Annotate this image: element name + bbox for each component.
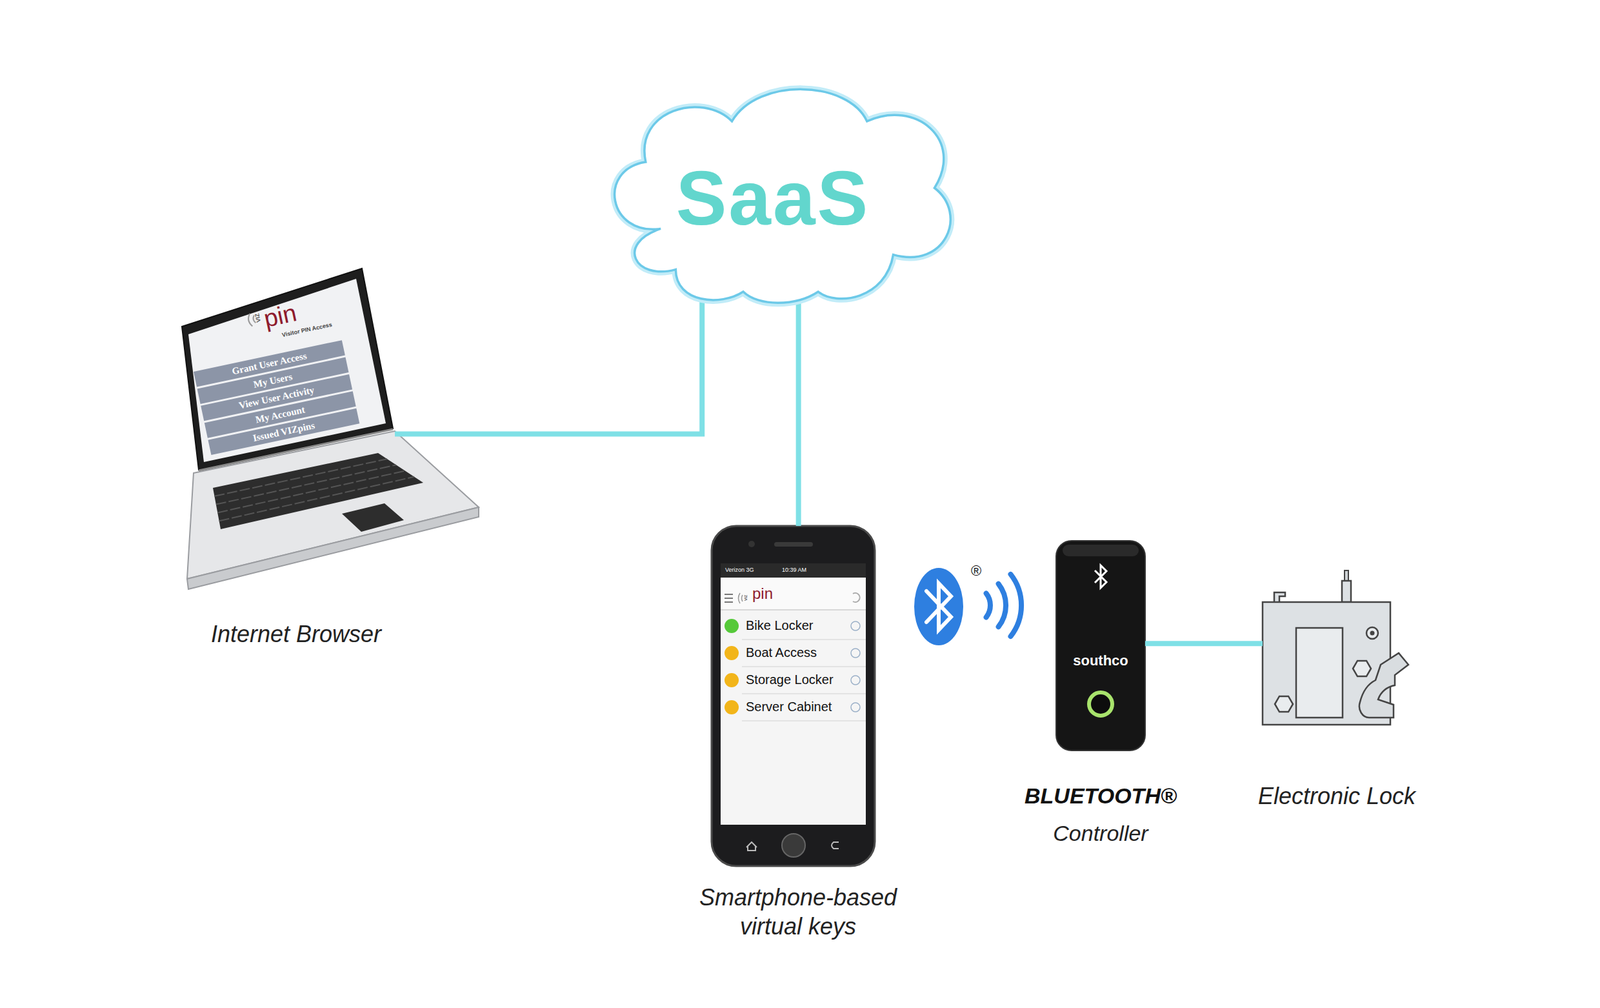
phone-app-header [720, 577, 866, 610]
bluetooth-badge [914, 567, 964, 646]
controller-illustration [1056, 540, 1146, 751]
info-icon [850, 621, 860, 631]
signal-arc [738, 592, 741, 604]
lock-list-item: Storage Locker [745, 672, 834, 688]
key-icon-active [724, 618, 739, 633]
device-caption: Controller [1052, 819, 1148, 848]
status-ring [1089, 692, 1113, 716]
menu-icon-line [724, 601, 733, 603]
signal-arc [247, 313, 253, 327]
lock-list-item: Bike Locker [745, 618, 814, 633]
cloud-line [614, 89, 951, 303]
lock-tab [1274, 592, 1286, 602]
logo-word: pin [752, 584, 773, 603]
back-icon [831, 841, 839, 849]
laptop-browser: Internet Browser [180, 267, 395, 473]
signal-arc [741, 594, 744, 602]
key-icon [724, 645, 739, 660]
phone-status-bar [720, 563, 866, 578]
info-icon [850, 675, 860, 685]
row-separator [741, 692, 866, 695]
row-separator [741, 665, 866, 668]
connector-line [394, 297, 702, 434]
connector-line [1145, 640, 1263, 646]
key-row [216, 464, 397, 504]
status-carrier: Verizon 3G [725, 566, 755, 573]
smartphone-illustration [711, 525, 875, 866]
laptop-display [188, 278, 386, 462]
device-caption: Electronic Lock [1258, 781, 1416, 811]
device-caption: Smartphone-based virtual keys [675, 882, 921, 941]
bluetooth-rune [1094, 565, 1107, 588]
lock-post [1341, 580, 1351, 602]
cloud-title: SaaS [676, 150, 871, 247]
radio-wave [1010, 574, 1022, 637]
phone-body [711, 525, 875, 866]
controller-highlight [1062, 544, 1139, 557]
hex-nut [1352, 660, 1371, 677]
electronic-lock: Electronic Lock [1262, 601, 1391, 725]
device-caption: Internet Browser [210, 619, 382, 649]
key-icon [724, 672, 739, 688]
lock-illustration [1262, 570, 1409, 725]
phone-camera [748, 540, 755, 548]
saas-cloud: SaaS [581, 76, 965, 307]
info-icon [850, 702, 860, 712]
menu-icon [724, 594, 733, 602]
phone-screen [720, 563, 866, 825]
phone-speaker [774, 541, 813, 547]
logo-mark: VIZ [743, 594, 749, 601]
bluetooth-symbol [914, 567, 1022, 646]
row-separator [741, 638, 866, 640]
lock-list-item: Boat Access [745, 645, 817, 660]
header-rule [720, 609, 866, 611]
lock-plate [1296, 627, 1343, 718]
radio-wave [998, 583, 1006, 628]
status-time: 10:39 AM [781, 566, 807, 573]
registered-mark: ® [970, 562, 982, 579]
bluetooth-controller: southcoBLUETOOTH®Controller [1056, 540, 1146, 751]
row-separator [741, 720, 866, 722]
device-caption: BLUETOOTH® [1024, 781, 1177, 810]
laptop-screen-bezel [181, 268, 393, 470]
key-row [214, 458, 388, 497]
key-icon [724, 700, 739, 715]
laptop-illustration [181, 268, 479, 590]
app-list-rows [724, 618, 866, 721]
screw-center [1370, 630, 1375, 636]
controller-body [1056, 540, 1146, 751]
cloud-glow [614, 89, 951, 303]
radio-wave [986, 593, 991, 618]
connector-line [796, 298, 802, 526]
bluetooth-rune [926, 583, 951, 630]
lock-list-item: Server Cabinet [745, 699, 832, 715]
home-icon [746, 841, 757, 851]
screw [1366, 627, 1379, 639]
hex-nut [1274, 696, 1293, 712]
laptop-screen-ui [183, 296, 360, 455]
info-icon [850, 648, 860, 658]
menu-icon-line [724, 593, 733, 595]
refresh-icon [852, 592, 860, 602]
phone-home-button [781, 833, 806, 857]
menu-icon-line [724, 597, 733, 599]
brand-name: southco [1072, 651, 1129, 670]
smartphone: Smartphone-based virtual keys [711, 525, 875, 866]
laptop-touchpad [341, 503, 404, 532]
